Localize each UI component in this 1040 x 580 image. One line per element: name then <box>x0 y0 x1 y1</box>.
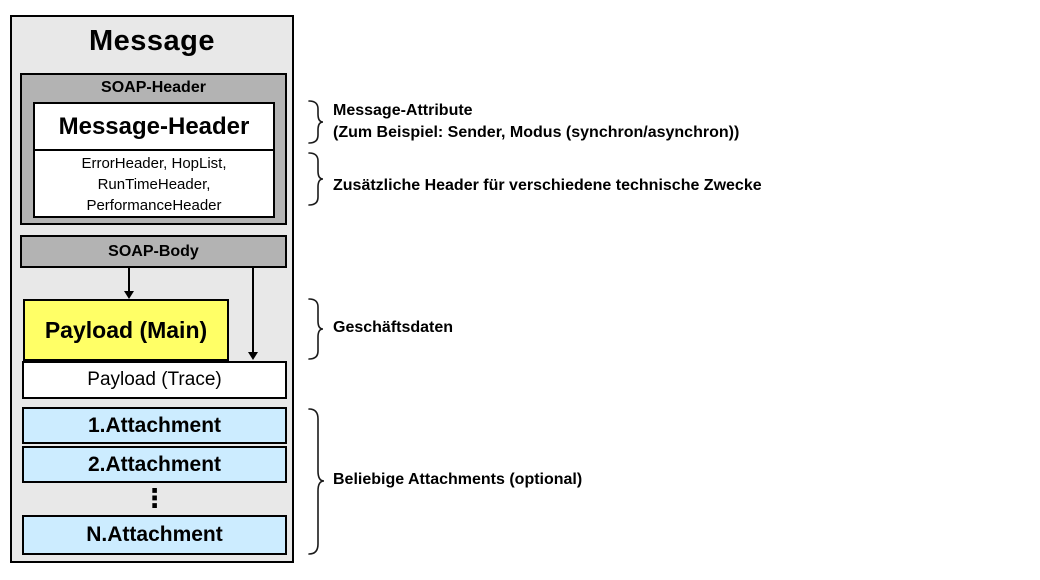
attachment-1-box: 1.Attachment <box>22 407 287 444</box>
brace-attachments <box>308 408 325 555</box>
soap-header-label: SOAP-Header <box>101 79 206 96</box>
brace-message-attributes <box>308 100 324 144</box>
brace-additional-headers <box>308 152 324 206</box>
extra-headers-line-1: ErrorHeader, HopList, <box>81 154 227 172</box>
annotation-additional-headers: Zusätzliche Header für verschiedene tech… <box>333 177 762 194</box>
brace-business-data <box>308 298 324 360</box>
extra-headers-line-2: RunTimeHeader, <box>97 175 211 193</box>
attachment-2-box: 2.Attachment <box>22 446 287 483</box>
attachment-n-box: N.Attachment <box>22 515 287 555</box>
attachments-ellipsis: ⋮ <box>141 483 168 513</box>
arrow-to-payload-trace-head <box>248 352 258 360</box>
arrow-to-payload-main-line <box>128 268 130 292</box>
payload-trace-box: Payload (Trace) <box>22 361 287 399</box>
annotation-business-data: Geschäftsdaten <box>333 319 454 336</box>
annotation-message-attributes-line1: Message-Attribute <box>333 102 473 119</box>
diagram-title: Message <box>88 25 215 57</box>
extra-headers-box: ErrorHeader, HopList, RunTimeHeader, Per… <box>33 149 275 218</box>
arrow-to-payload-trace-line <box>252 268 254 353</box>
extra-headers-line-3: PerformanceHeader <box>86 196 222 214</box>
soap-body-box: SOAP-Body <box>20 235 287 268</box>
payload-main-box: Payload (Main) <box>23 299 229 361</box>
message-header-box: Message-Header <box>33 102 275 151</box>
annotation-message-attributes-line2: (Zum Beispiel: Sender, Modus (synchron/a… <box>333 124 740 141</box>
annotation-attachments-note: Beliebige Attachments (optional) <box>333 471 583 488</box>
arrow-to-payload-main-head <box>124 291 134 299</box>
